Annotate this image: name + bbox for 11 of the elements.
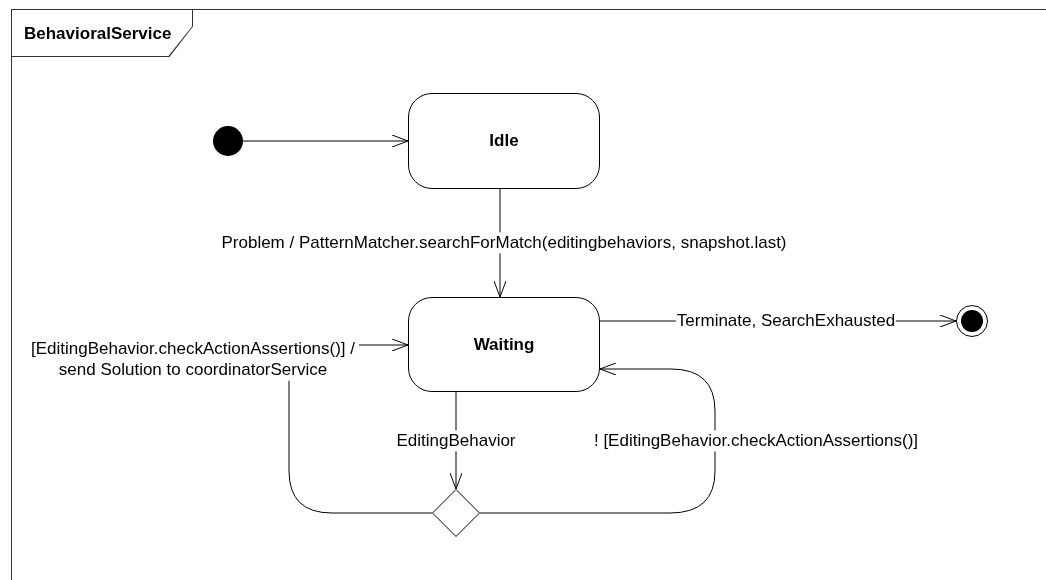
transition-arrow <box>242 134 409 148</box>
state-box <box>408 297 600 392</box>
state-name: Idle <box>489 131 519 151</box>
transition-arrow <box>479 362 716 514</box>
state-box <box>408 93 600 189</box>
transition-label: EditingBehavior <box>395 430 517 452</box>
diagram-frame <box>11 9 1046 580</box>
frame-title: BehavioralService <box>24 23 172 44</box>
transition-label: ! [EditingBehavior.checkActionAssertions()] <box>592 430 920 452</box>
transition-label: Problem / PatternMatcher.searchForMatch(editingbehaviors, snapshot.last) <box>220 232 788 254</box>
state-name: Waiting <box>473 334 535 355</box>
